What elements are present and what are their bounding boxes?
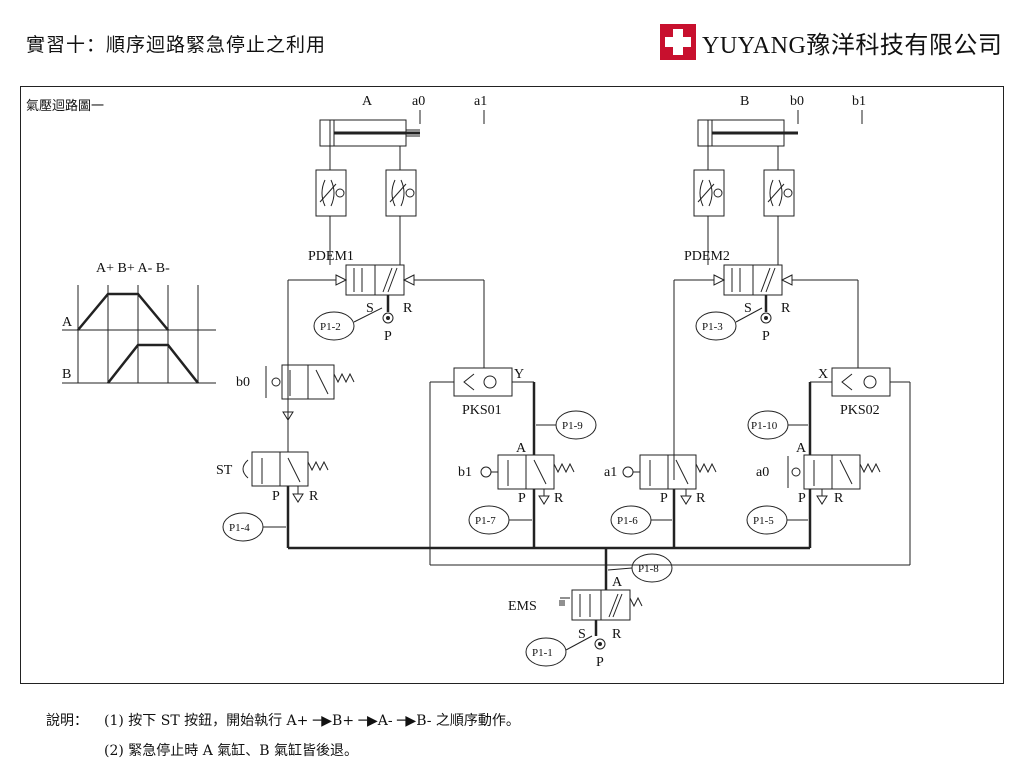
b1-port-a: A [516, 441, 527, 456]
pressure-point-2: P1-2 [320, 321, 341, 333]
note-line-2: (2) 緊急停止時 A 氣缸、B 氣缸皆後退。 [104, 743, 359, 759]
sequence-diagram [62, 285, 216, 384]
ems-port-r: R [612, 627, 622, 642]
valve-pdem1 [287, 264, 485, 368]
ems-label: EMS [508, 599, 537, 614]
pressure-point-8: P1-8 [638, 563, 659, 575]
pdem2-label: PDEM2 [684, 249, 730, 264]
pressure-point-3: P1-3 [702, 321, 723, 333]
page-title: 實習十：順序迴路緊急停止之利用 [26, 34, 327, 56]
st-port-p: P [272, 489, 280, 504]
pressure-point-6: P1-6 [617, 515, 638, 527]
valve-a0 [787, 454, 881, 548]
cylinder-a-label: A [362, 94, 373, 109]
pdem1-port-p: P [384, 329, 392, 344]
valve-a1 [622, 454, 717, 548]
pressure-point-10: P1-10 [751, 420, 778, 432]
b1-port-r: R [554, 491, 564, 506]
a0-port-a: A [796, 441, 807, 456]
sensor-b0-label: b0 [790, 94, 804, 109]
ems-port-s: S [578, 627, 586, 642]
panel-caption: 氣壓迴路圖一 [26, 98, 104, 114]
pressure-points: P1-1 P1-2 P1-3 P1-4 P1-5 P1-6 P1-7 P1-8 … [222, 307, 808, 667]
sensor-a0-label: a0 [412, 94, 425, 109]
sensor-b1-label: b1 [852, 94, 866, 109]
notes-label: 說明： [46, 713, 88, 729]
pdem1-port-r: R [403, 301, 413, 316]
valve-st [242, 365, 329, 548]
company-name: YUYANG豫洋科技有限公司 [702, 32, 1003, 59]
pks01-label: PKS01 [462, 403, 502, 418]
pressure-point-7: P1-7 [475, 515, 496, 527]
b1-label: b1 [458, 465, 472, 480]
red-cross-logo-icon [660, 24, 696, 60]
x-label: X [818, 367, 828, 382]
pressure-point-5: P1-5 [753, 515, 774, 527]
a0-label: a0 [756, 465, 769, 480]
company-logo: YUYANG豫洋科技有限公司 [660, 22, 1002, 62]
b1-port-p: P [518, 491, 526, 506]
flow-control-valve-b [693, 169, 795, 265]
cylinder-a [319, 110, 485, 170]
pdem2-port-p: P [762, 329, 770, 344]
b0-label: b0 [236, 375, 250, 390]
y-label: Y [514, 367, 524, 382]
pks02-label: PKS02 [840, 403, 880, 418]
pressure-point-9: P1-9 [562, 420, 583, 432]
valve-b1 [480, 454, 575, 548]
ems-port-p: P [596, 655, 604, 670]
cylinder-b [697, 110, 863, 170]
notes: 說明： (1) 按下 ST 按鈕，開始執行 A+ ─▶B+ ─▶A- ─▶B- 之… [46, 706, 520, 766]
st-port-r: R [309, 489, 319, 504]
sequence-row-b: B [62, 367, 71, 382]
ems-port-a: A [612, 575, 623, 590]
a0-port-p: P [798, 491, 806, 506]
a0-port-r: R [834, 491, 844, 506]
a1-port-p: P [660, 491, 668, 506]
a1-port-r: R [696, 491, 706, 506]
sensor-a1-label: a1 [474, 94, 487, 109]
pressure-point-4: P1-4 [229, 522, 250, 534]
diagram-frame [20, 86, 1004, 684]
valve-b0 [265, 364, 355, 421]
sequence-row-a: A [62, 315, 73, 330]
a1-label: a1 [604, 465, 617, 480]
pdem1-label: PDEM1 [308, 249, 354, 264]
cylinder-b-label: B [740, 94, 749, 109]
sequence-title: A+ B+ A- B- [96, 261, 170, 276]
shuttle-valve-pks01 [429, 367, 536, 565]
pdem2-port-r: R [781, 301, 791, 316]
note-line-1: (1) 按下 ST 按鈕，開始執行 A+ ─▶B+ ─▶A- ─▶B- 之順序動… [104, 713, 520, 729]
valve-ems [559, 589, 643, 636]
pressure-point-1: P1-1 [532, 647, 553, 659]
flow-control-valve-a [315, 169, 417, 265]
shuttle-valve-pks02 [808, 367, 911, 565]
st-label: ST [216, 463, 233, 478]
pdem2-port-s: S [744, 301, 752, 316]
valve-pdem2 [673, 264, 859, 480]
pdem1-port-s: S [366, 301, 374, 316]
